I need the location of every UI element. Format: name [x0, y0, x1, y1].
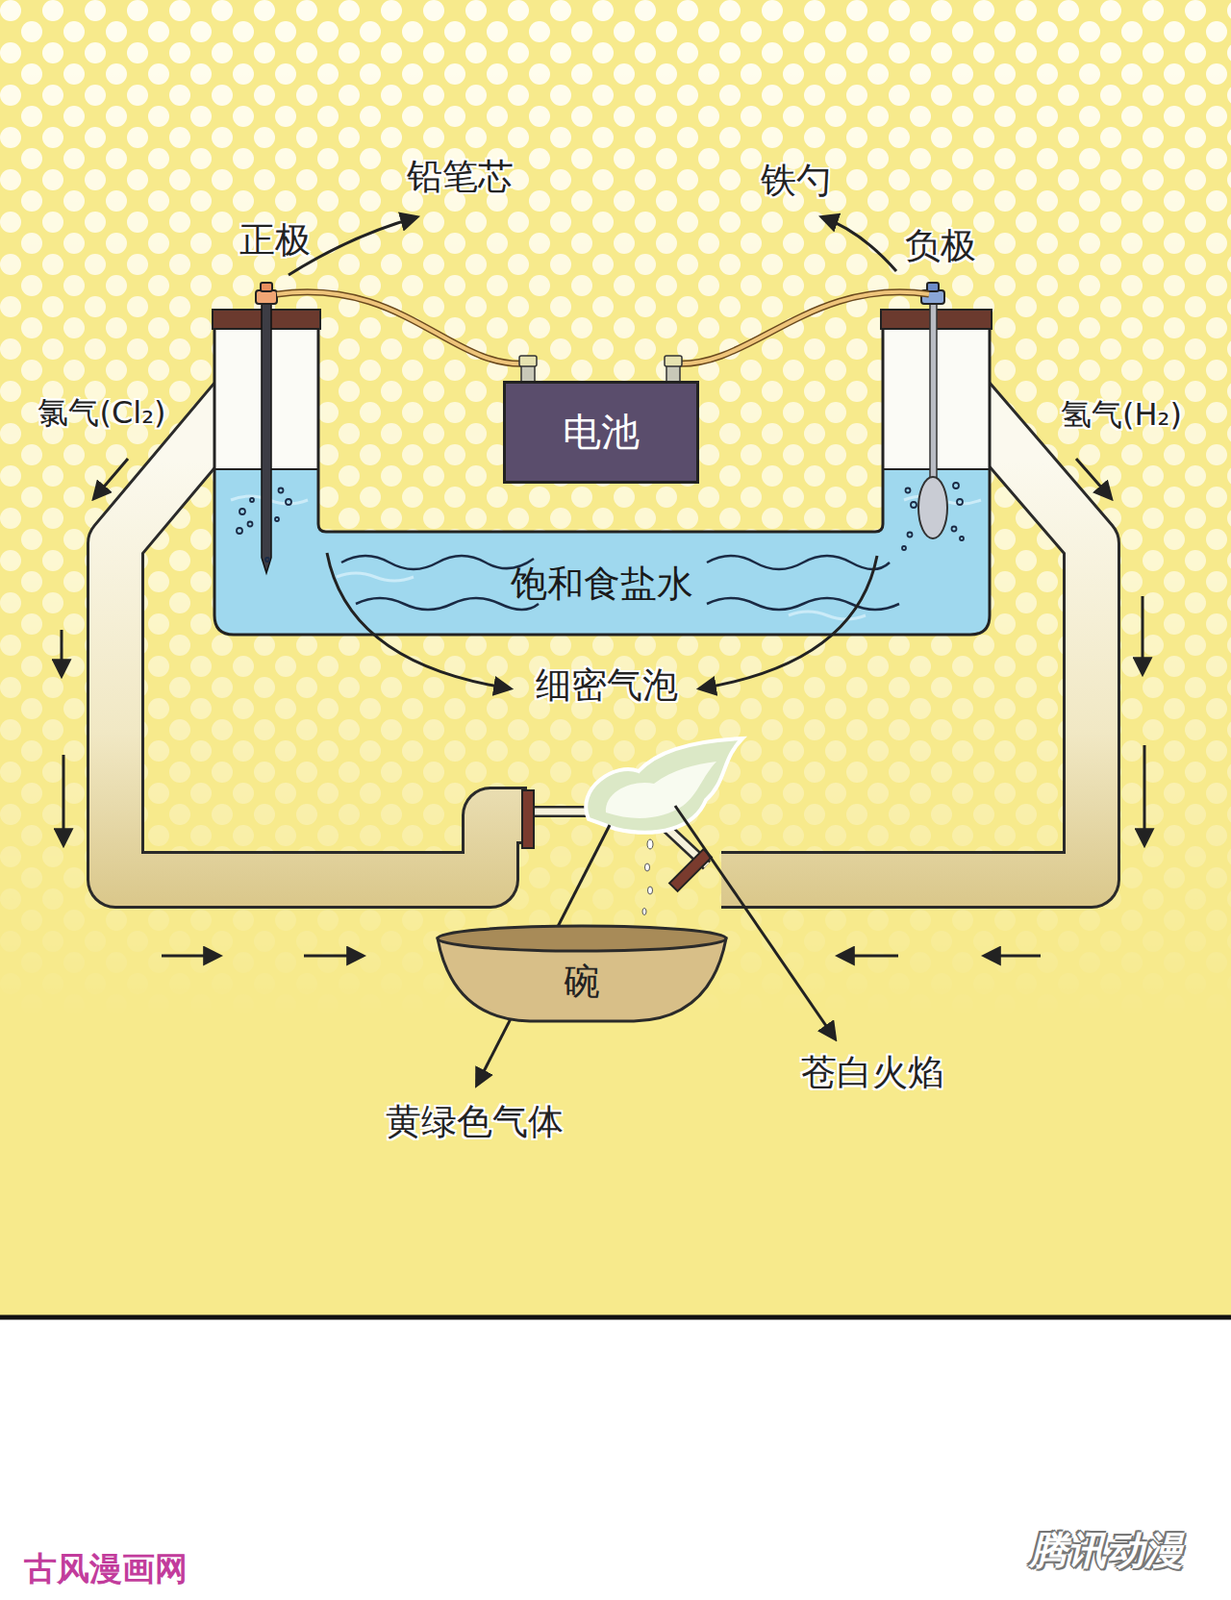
water-waves	[341, 555, 900, 610]
pencil-lead	[261, 300, 272, 574]
wires	[276, 292, 930, 365]
background	[0, 0, 1231, 1317]
tube-plug	[669, 849, 712, 892]
node-text: 碗	[563, 940, 601, 1007]
observation-label: 黄绿色气体	[385, 1098, 564, 1147]
positive-terminal	[255, 290, 277, 304]
panel-border	[0, 1315, 1231, 1321]
bubbles	[236, 482, 964, 562]
electrode-label: 负极	[904, 222, 977, 271]
battery-terminals	[519, 355, 682, 383]
iron-spoon	[929, 301, 937, 485]
drops	[642, 839, 654, 916]
dot-pattern	[0, 0, 1231, 1020]
brine	[192, 469, 1010, 643]
node-text: 饱和食盐水	[510, 559, 694, 609]
node-text: 电池	[562, 405, 640, 459]
part-name: 铅笔芯	[406, 152, 514, 201]
tube-plug	[522, 790, 534, 849]
watermark: 古风漫画网	[24, 1547, 188, 1592]
flow-arrows	[61, 458, 1145, 956]
battery-box: 电池	[502, 380, 700, 484]
bowl: 碗	[433, 923, 730, 1024]
watermark: 腾讯动漫	[1029, 1524, 1183, 1578]
brine-trough: 饱和食盐水	[214, 534, 990, 633]
gas-label: 氯气(Cl₂)	[37, 392, 166, 435]
gas-label: 氢气(H₂)	[1060, 394, 1182, 437]
part-name: 铁勺	[760, 156, 832, 205]
leader-arrows	[288, 217, 897, 1085]
pale-flame	[585, 738, 743, 833]
electrode-label: 正极	[239, 216, 311, 265]
observation-label: 苍白火焰	[801, 1049, 944, 1098]
observation-label: 细密气泡	[535, 661, 679, 710]
